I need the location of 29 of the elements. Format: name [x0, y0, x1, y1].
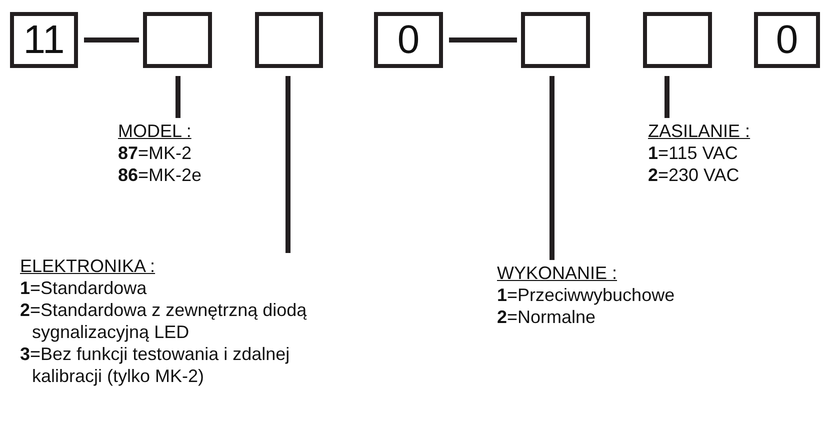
option-heading: ZASILANIE :: [648, 120, 750, 142]
option-text: 86=MK-2e: [118, 164, 203, 186]
option-text: 87=MK-2: [118, 142, 193, 164]
option-text: 2=Standardowa z zewnętrzną diodą sygnalizacyjną LED: [20, 299, 308, 343]
option-heading: ELEKTRONIKA :: [20, 255, 156, 277]
option-text: 2=Normalne: [497, 306, 597, 328]
code-digit: 0: [776, 20, 798, 60]
code-digit: 0: [397, 20, 420, 60]
leader-line: [664, 76, 670, 118]
code-digit: 11: [23, 20, 65, 60]
option-text: 2=230 VAC: [648, 164, 740, 186]
code-box: [374, 12, 443, 68]
option-text: 3=Bez funkcji testowania i zdalnej kalibracji (tylko MK-2): [20, 343, 291, 387]
option-text: 1=Przeciwwybuchowe: [497, 284, 676, 306]
leader-line: [550, 76, 554, 260]
code-box: [754, 12, 820, 68]
option-heading: MODEL :: [118, 120, 192, 142]
code-box: [10, 12, 78, 68]
leader-line: [286, 76, 290, 253]
connector-dash: [449, 38, 517, 42]
option-text: 1=Standardowa: [20, 277, 148, 299]
option-text: 1=115 VAC: [648, 142, 739, 164]
option-heading: WYKONANIE :: [497, 262, 618, 284]
code-box: [521, 12, 590, 68]
connector-dash: [84, 38, 139, 42]
code-box: [643, 12, 712, 68]
leader-line: [176, 76, 180, 118]
code-box: [255, 12, 323, 68]
code-box: [143, 12, 212, 68]
